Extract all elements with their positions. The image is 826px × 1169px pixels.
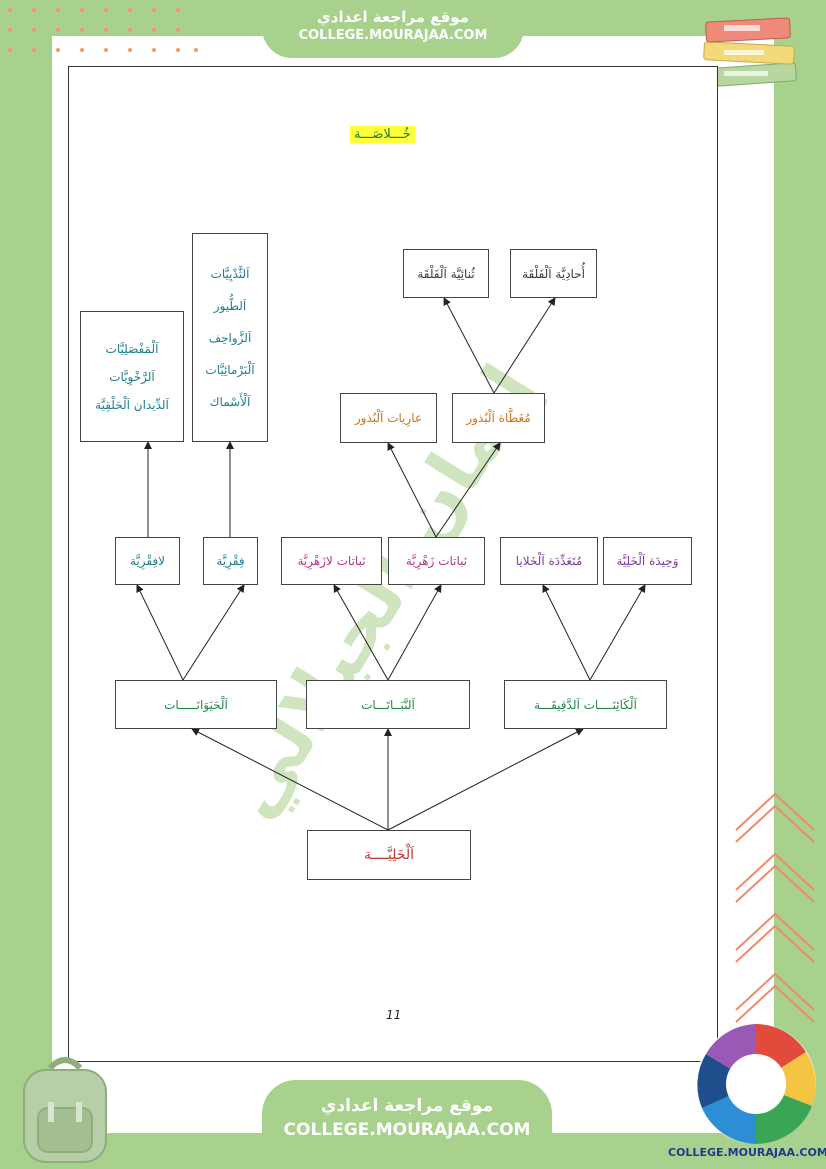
vertebrates-list: اَلثَّدْيِيَّات اَلطُّيور اَلزَّواحِف اَ… bbox=[192, 233, 268, 442]
flowering-plants-box: نَباتات زَهْرِيَّة bbox=[388, 537, 485, 585]
logo-caption: COLLEGE.MOURAJAA.COM bbox=[668, 1146, 826, 1159]
site-logo-icon bbox=[696, 1024, 816, 1145]
list-item: اَلطُّيور bbox=[213, 298, 247, 313]
list-item: اَلثَّدْيِيَّات bbox=[210, 266, 250, 281]
list-item: اَلدِّيدان اَلْحَلْقِيَّة bbox=[95, 397, 169, 412]
backpack-icon bbox=[23, 1057, 107, 1163]
vertebrates-box: فِقْرِيَّة bbox=[203, 537, 258, 585]
list-item: اَلزَّواحِف bbox=[208, 330, 252, 345]
list-item: اَلرَّخْوِيَّات bbox=[109, 369, 155, 384]
page-number: 11 bbox=[386, 1008, 402, 1022]
list-item: اَلْأَسْماك bbox=[209, 394, 251, 409]
frame-left bbox=[0, 0, 52, 1169]
site-name: موقع مراجعة اعدادي bbox=[317, 8, 469, 26]
monocotyledon-box: أُحادِيَّة اَلْفَلْقَة bbox=[510, 249, 597, 298]
list-item: اَلْمَفْصَلِيَّات bbox=[105, 341, 159, 356]
animals-box: اَلْحَيَوَانَـــــات bbox=[115, 680, 277, 729]
footer-site-name: موقع مراجعة اعدادي bbox=[320, 1096, 494, 1116]
cell-root-box: اَلْخَلِيَّــــة bbox=[307, 830, 471, 880]
covered-seeds-box: مُغَطَّاة اَلْبُذور bbox=[452, 393, 545, 443]
header-tab: موقع مراجعة اعدادي COLLEGE.MOURAJAA.COM bbox=[262, 0, 524, 58]
dicotyledon-box: ثُنائِيَّة اَلْفَلْقَة bbox=[403, 249, 489, 298]
nonflowering-plants-box: نَباتات لازَهْرِيَّة bbox=[281, 537, 382, 585]
footer-tab: موقع مراجعة اعدادي COLLEGE.MOURAJAA.COM bbox=[262, 1080, 552, 1169]
page-title: خُـــلاصَـــة bbox=[350, 126, 415, 143]
site-url[interactable]: COLLEGE.MOURAJAA.COM bbox=[298, 28, 488, 43]
plants-box: اَلنَّبَــاتَـــات bbox=[306, 680, 470, 729]
microorganisms-box: اَلْكَائِنَــــات اَلدَّقِيقَـــة bbox=[504, 680, 667, 729]
books-icon bbox=[699, 17, 797, 88]
footer-site-url[interactable]: COLLEGE.MOURAJAA.COM bbox=[283, 1120, 531, 1140]
frame-right bbox=[774, 0, 826, 1169]
chevrons-decoration bbox=[735, 792, 815, 1023]
unicellular-box: وَحِيدَة اَلْخَلِيَّة bbox=[603, 537, 692, 585]
invertebrates-list: اَلْمَفْصَلِيَّات اَلرَّخْوِيَّات اَلدِّ… bbox=[80, 311, 184, 442]
list-item: اَلْبَرْمائِيَّات bbox=[205, 362, 255, 377]
invertebrates-box: لافِقْرِيَّة bbox=[115, 537, 180, 585]
naked-seeds-box: عارِيات اَلْبُذور bbox=[340, 393, 437, 443]
multicellular-box: مُتَعَدِّدَة اَلْخَلايا bbox=[500, 537, 598, 585]
